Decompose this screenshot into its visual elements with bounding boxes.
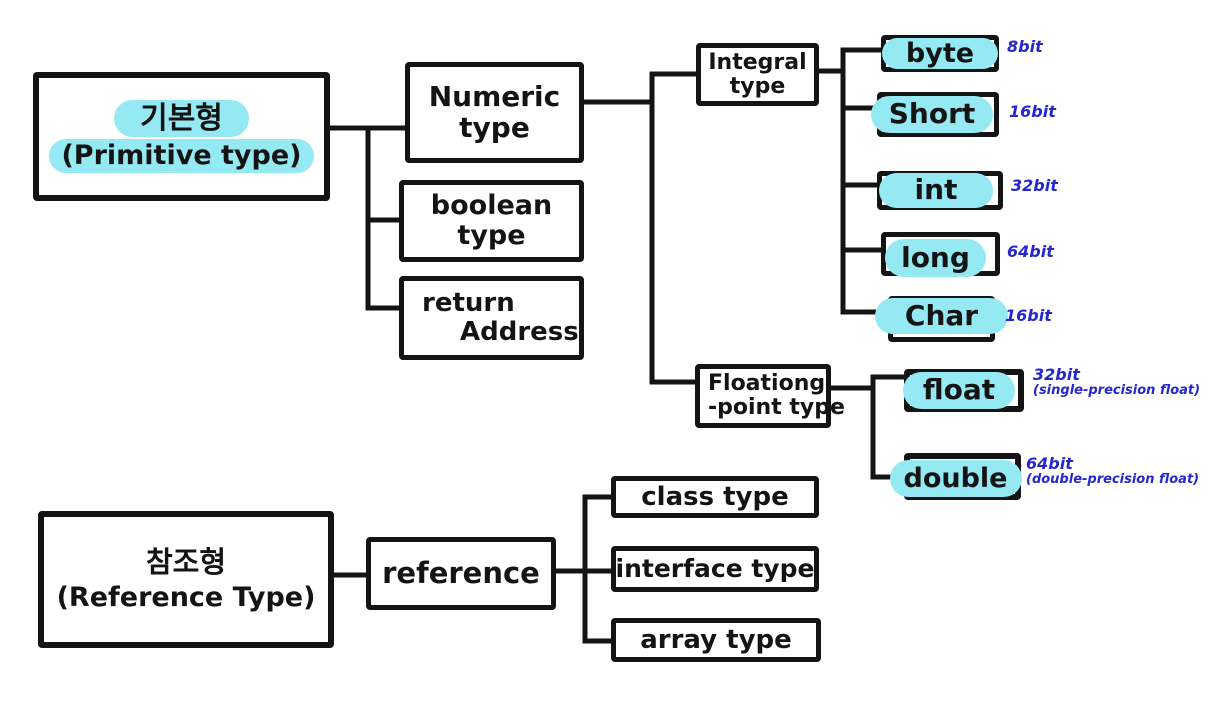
node-reference-type-korean: 참조형 (Reference Type) bbox=[38, 511, 334, 648]
node-floating-point-type: Floationg -point type bbox=[695, 364, 845, 428]
node-return-address: return Address bbox=[399, 276, 584, 360]
node-byte: byte bbox=[881, 35, 999, 72]
highlight-pill: byte bbox=[881, 37, 999, 70]
long-label: long bbox=[901, 240, 970, 274]
annotation-long-bits: 64bit bbox=[1007, 242, 1054, 261]
annotation-short-bits: 16bit bbox=[1009, 102, 1056, 121]
node-primitive-type: 기본형 (Primitive type) bbox=[33, 72, 330, 201]
node-interface-type: interface type bbox=[611, 546, 819, 592]
char-label: Char bbox=[904, 298, 979, 332]
highlight-pill: Short bbox=[870, 96, 994, 133]
return-label-line2: Address bbox=[460, 317, 579, 347]
primitive-label-korean: 기본형 bbox=[140, 101, 223, 137]
node-boolean-type: boolean type bbox=[399, 180, 584, 262]
numeric-label-line1: Numeric bbox=[428, 79, 561, 113]
highlight-pill: 기본형 bbox=[114, 100, 249, 138]
highlight-pill: double bbox=[889, 459, 1022, 498]
node-array-type: array type bbox=[611, 618, 821, 662]
byte-label: byte bbox=[905, 37, 975, 69]
node-numeric-type: Numeric type bbox=[405, 62, 584, 163]
annotation-float-bits: 32bit (single-precision float) bbox=[1033, 365, 1201, 399]
annotation-int-bits: 32bit bbox=[1011, 176, 1058, 195]
primitive-label-english: (Primitive type) bbox=[61, 140, 302, 172]
node-long: long bbox=[881, 232, 1000, 278]
annotation-double-bits: 64bit (double-precision float) bbox=[1026, 454, 1200, 488]
integral-label-line1: Integral bbox=[708, 50, 807, 76]
highlight-pill: long bbox=[885, 238, 986, 278]
double-label: double bbox=[903, 462, 1008, 494]
node-double: double bbox=[889, 453, 1022, 500]
boolean-label-line1: boolean bbox=[430, 190, 553, 222]
node-char: Char bbox=[874, 296, 1009, 342]
highlight-pill: Char bbox=[874, 297, 1009, 335]
floating-label-line1: Floationg bbox=[708, 370, 826, 396]
numeric-label-line2: type bbox=[459, 110, 530, 144]
floating-label-line2: -point type bbox=[708, 395, 845, 420]
float-bits-detail: (single-precision float) bbox=[1033, 383, 1201, 399]
node-int: int bbox=[877, 171, 1003, 210]
node-short: Short bbox=[870, 92, 999, 137]
highlight-pill: (Primitive type) bbox=[49, 139, 314, 173]
boolean-label-line2: type bbox=[457, 220, 526, 251]
node-reference: reference bbox=[366, 537, 556, 610]
reference-kr-label-english: (Reference Type) bbox=[56, 581, 316, 613]
annotation-char-bits: 16bit bbox=[1005, 306, 1052, 325]
interface-type-label: interface type bbox=[615, 554, 815, 584]
annotation-byte-bits: 8bit bbox=[1007, 37, 1043, 56]
node-class-type: class type bbox=[611, 476, 819, 518]
double-bits-detail: (double-precision float) bbox=[1026, 472, 1200, 488]
array-type-label: array type bbox=[640, 624, 792, 655]
integral-label-line2: type bbox=[729, 73, 786, 99]
short-label: Short bbox=[888, 97, 976, 131]
float-label: float bbox=[922, 373, 996, 407]
highlight-pill: int bbox=[878, 173, 994, 208]
node-float: float bbox=[902, 369, 1024, 412]
int-label: int bbox=[914, 173, 958, 207]
highlight-pill: float bbox=[902, 372, 1016, 409]
double-bits-value: 64bit bbox=[1026, 454, 1073, 473]
return-label-line1: return bbox=[422, 288, 515, 319]
reference-label: reference bbox=[382, 555, 540, 590]
float-bits-value: 32bit bbox=[1033, 365, 1080, 384]
class-type-label: class type bbox=[641, 481, 789, 512]
reference-kr-label-korean: 참조형 bbox=[145, 544, 227, 579]
node-integral-type: Integral type bbox=[696, 43, 819, 106]
